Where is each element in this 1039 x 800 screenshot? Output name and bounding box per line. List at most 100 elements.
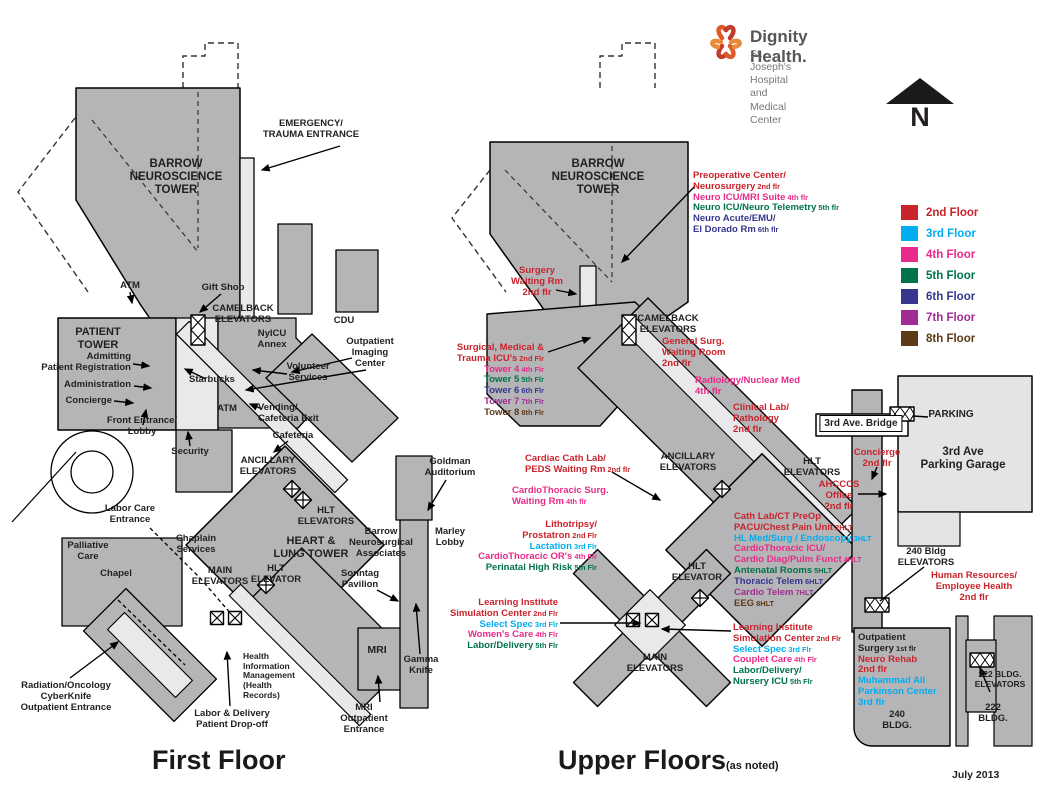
patient-tower-shape [57,317,177,431]
first-floor-title: First Floor [152,745,286,775]
legend-swatch [901,268,918,283]
first-floor-map [11,42,447,727]
label-cdu: CDU [333,315,355,326]
label-heart-lung-tower: HEART &LUNG TOWER [273,535,349,560]
legend-label: 2nd Floor [926,206,979,219]
label-cardiac-cath-lab: Cardiac Cath Lab/PEDS Waiting Rm 2nd flr [525,453,631,475]
legend-item-7th-floor: 7th Floor [901,307,978,328]
floor-legend: 2nd Floor 3rd Floor 4th Floor 5th Floor 6th … [901,202,978,349]
label-vending-cafeteria-exit: Vending/Cafeteria Exit [258,402,319,424]
elevator-icon [621,314,637,346]
legend-item-4th-floor: 4th Floor [901,244,978,265]
label-parking: PARKING [928,409,974,420]
gamma-knife-strip [399,485,429,709]
label-concierge-1: Concierge [65,395,112,406]
label-security: Security [171,446,209,457]
legend-swatch [901,289,918,304]
map-date: July 2013 [952,769,1000,781]
legend-label: 6th Floor [926,290,976,303]
label-starbucks: Starbucks [189,374,235,385]
hlt-tower-shape [665,453,859,647]
north-label: N [910,102,930,132]
legend-item-5th-floor: 5th Floor [901,265,978,286]
elevator-icon [644,612,660,628]
bldg-222-shape [993,615,1033,747]
goldman-shape [395,455,433,521]
imaging-wing-shape [265,333,399,463]
parking-garage-shape [897,375,1033,513]
label-bldg-222-elevators: 222 BLDG.ELEVATORS [974,669,1026,689]
north-arrow-icon [886,78,954,104]
dashed-construction-right [599,42,656,88]
upper-floors-map [451,42,1033,747]
security-shape [175,429,233,493]
legend-label: 7th Floor [926,311,976,324]
brand-subtitle: St. Joseph's Hospital and Medical Center [750,48,792,126]
legend-label: 8th Floor [926,332,976,345]
bldg-240-shape [853,627,951,747]
legend-label: 4th Floor [926,248,976,261]
label-chapel: Chapel [100,568,132,579]
bldg-222-elevator-icon [969,652,995,668]
legend-item-3rd-floor: 3rd Floor [901,223,978,244]
label-cafeteria: Cafeteria [272,430,314,441]
label-preoperative-neuro-block: Preoperative Center/Neurosurgery 2nd flr… [693,170,839,236]
brand-name: Dignity Health. [750,27,808,66]
legend-item-8th-floor: 8th Floor [901,328,978,349]
elevator-icon [227,610,243,626]
label-cardiothoracic-surg-waiting: CardioThoracic Surg.Waiting Rm 4th flr [512,485,609,507]
elevator-icon [209,610,225,626]
legend-swatch [901,226,918,241]
label-third-ave-bridge: 3rd Ave. Bridge [819,415,903,432]
label-emergency-trauma-entrance: EMERGENCY/TRAUMA ENTRANCE [262,118,360,140]
legend-label: 5th Floor [926,269,976,282]
legend-item-2nd-floor: 2nd Floor [901,202,978,223]
upper-floors-title: Upper Floors(as noted) [558,745,779,775]
legend-swatch [901,205,918,220]
elevator-icon [190,314,206,346]
label-gift-shop: Gift Shop [201,282,245,293]
dignity-health-logo-icon [710,25,742,59]
legend-item-6th-floor: 6th Floor [901,286,978,307]
